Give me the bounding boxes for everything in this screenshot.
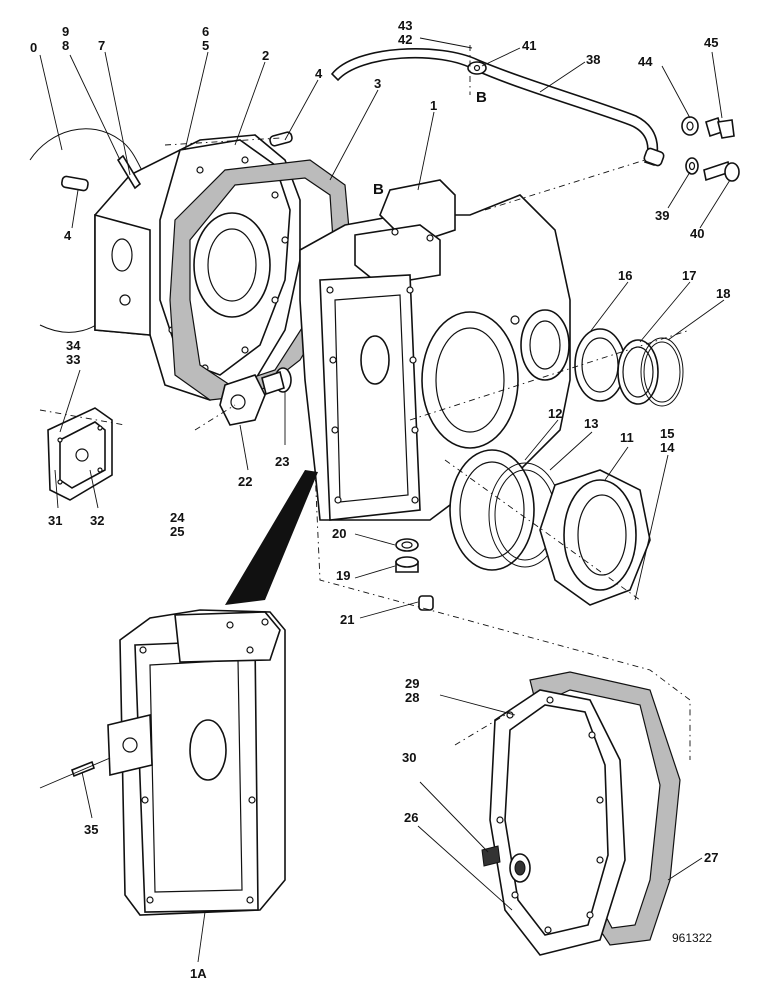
circlip-18	[640, 337, 684, 407]
callout-3: 3	[374, 76, 381, 91]
callout-17: 17	[682, 268, 696, 283]
callout-20: 20	[332, 526, 346, 541]
callout-39: 39	[655, 208, 669, 223]
rear-housing-plate	[94, 134, 301, 401]
callout-19: 19	[336, 568, 350, 583]
callout-0: 0	[30, 40, 37, 55]
dowel-pin-left	[60, 175, 89, 192]
bearing-housing	[539, 469, 651, 606]
cover-plate	[47, 407, 113, 501]
callout-26: 26	[404, 810, 418, 825]
grub-plug	[418, 595, 434, 611]
pressure-switch	[219, 374, 266, 426]
bottom-cover-26	[489, 689, 626, 956]
callout-1A: 1A	[190, 966, 207, 981]
view-marker-b-lower: B	[373, 181, 384, 198]
centerline-dowel	[164, 137, 281, 146]
centerline-bore	[409, 329, 691, 421]
centerline-cover-plate	[454, 714, 506, 746]
callout-45: 45	[704, 35, 718, 50]
callout-41: 41	[522, 38, 536, 53]
drain-plug	[395, 556, 419, 573]
pipe-union	[643, 147, 665, 167]
banjo-bolt-upper	[681, 116, 735, 139]
switch-o-ring	[261, 367, 292, 396]
pin-35	[71, 760, 95, 778]
centerline-pipe	[484, 159, 646, 211]
dowel-pin-upper	[269, 131, 293, 147]
centerline-cover	[314, 469, 691, 760]
main-housing	[299, 179, 571, 521]
callout-7: 7	[98, 38, 105, 53]
callout-13: 13	[584, 416, 598, 431]
callout-22: 22	[238, 474, 252, 489]
bolt-lower	[703, 160, 740, 182]
callout-27: 27	[704, 850, 718, 865]
callout-31: 31	[48, 513, 62, 528]
pin-axis-line	[39, 757, 111, 789]
wire-harness	[29, 128, 151, 186]
callout-44: 44	[638, 54, 653, 69]
callout-32: 32	[90, 513, 104, 528]
callout-18: 18	[716, 286, 730, 301]
callout-4-upper: 4	[315, 66, 323, 81]
callout-40: 40	[690, 226, 704, 241]
callout-16: 16	[618, 268, 632, 283]
detail-zoom-wedge	[225, 470, 318, 605]
view-marker-b-upper: B	[476, 89, 487, 106]
callout-4-left: 4	[64, 228, 72, 243]
callout-1: 1	[430, 98, 437, 113]
cover-plug-26	[509, 853, 531, 883]
callout-11: 11	[620, 430, 634, 445]
figure-reference-number: 961322	[672, 931, 712, 945]
callout-38: 38	[586, 52, 600, 67]
washer-lower	[685, 157, 699, 175]
breather-pipe	[330, 48, 659, 166]
pipe-clip	[467, 61, 487, 75]
callout-30: 30	[402, 750, 416, 765]
callout-21: 21	[340, 612, 354, 627]
seal-ring-16	[574, 328, 626, 402]
housing-variant-1A	[107, 609, 286, 916]
drain-washer	[395, 538, 419, 552]
shim-12	[449, 449, 535, 571]
leader-lines	[39, 37, 731, 963]
callout-12: 12	[548, 406, 562, 421]
callout-23: 23	[275, 454, 289, 469]
seal-ring-17	[617, 339, 659, 405]
callout-2: 2	[262, 48, 269, 63]
callout-35: 35	[84, 822, 98, 837]
